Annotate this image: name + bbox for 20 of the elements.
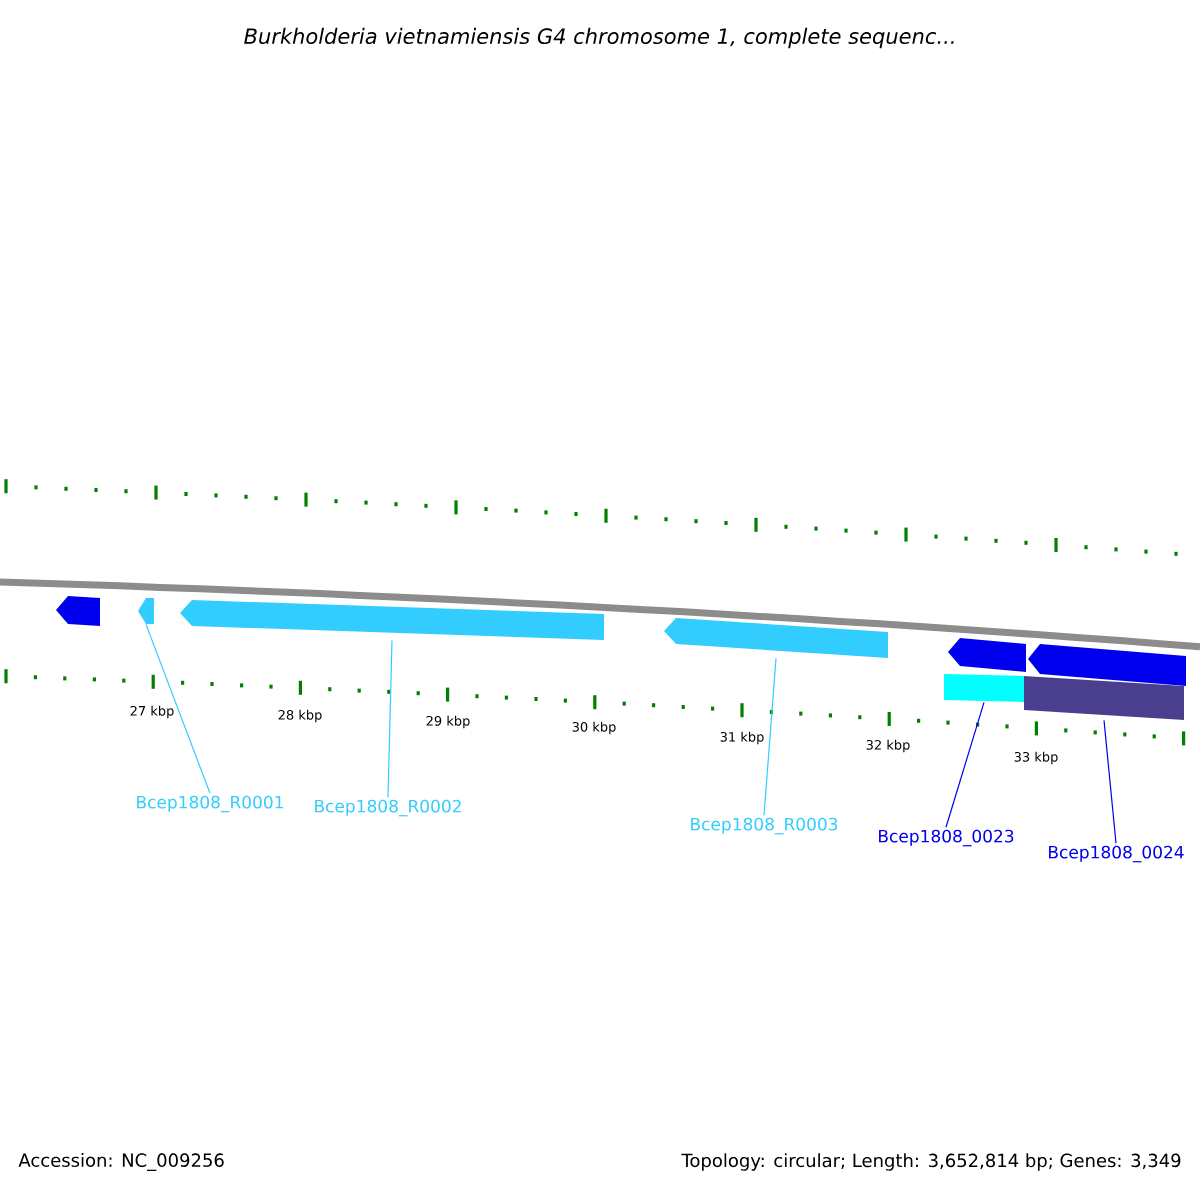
gene-label: Bcep1808_R0002 <box>315 799 461 817</box>
gene-feature <box>948 638 1026 672</box>
leader-line <box>945 701 985 828</box>
leader-line <box>387 639 393 798</box>
feature-bar <box>1024 676 1184 720</box>
footer-text: Accession: NC_009256 <box>18 1153 224 1171</box>
gene-feature <box>138 598 154 624</box>
gene-label: Bcep1808_R0003 <box>691 817 838 835</box>
feature-bar <box>944 674 1024 702</box>
leader-line <box>1103 719 1117 844</box>
leader-line <box>763 657 777 816</box>
gene-label: Bcep1808_0024 <box>1049 845 1184 863</box>
gene-label: Bcep1808_R0001 <box>137 795 283 813</box>
gene-label: Bcep1808_0023 <box>879 829 1014 847</box>
leader-line <box>145 623 211 794</box>
gene-feature <box>664 618 888 658</box>
title: Burkholderia vietnamiensis G4 chromosome 1, complete sequenc... <box>244 27 954 49</box>
footer-text: Topology: circular; Length: 3,652,814 bp; Genes: 3,349 <box>681 1153 1181 1171</box>
gene-feature <box>56 596 100 626</box>
gene-feature <box>180 600 604 640</box>
